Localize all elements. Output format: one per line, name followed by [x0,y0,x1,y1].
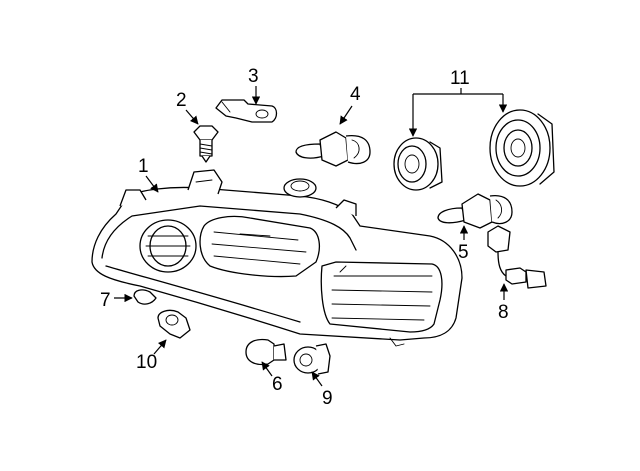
callout-number: 3 [248,66,259,87]
callout-number: 4 [350,84,361,105]
bulb-part-6 [245,338,287,366]
callout-number: 11 [450,68,470,89]
callout-1: 1 [138,156,159,193]
callout-number: 6 [272,374,283,395]
callout-8: 8 [498,283,509,323]
callout-number: 10 [136,352,157,373]
bulb-part-4 [295,131,371,167]
callout-3: 3 [248,66,261,105]
callout-number: 9 [322,388,333,409]
callout-5: 5 [458,225,469,263]
headlamp-assembly-drawing [91,169,463,347]
socket-part-10 [157,309,191,339]
callout-number: 8 [498,302,509,323]
bracket-part [215,99,278,123]
bulb-part-5 [437,193,513,229]
bulb-part-7 [133,289,157,305]
callout-11: 11 [408,68,508,137]
harness-part [487,225,547,289]
callout-2: 2 [176,90,199,125]
socket-part-9 [293,343,331,375]
callout-number: 7 [100,290,111,311]
callout-7: 7 [100,290,133,311]
callout-number: 5 [458,242,469,263]
callout-4: 4 [339,84,361,125]
callout-number: 1 [138,156,149,177]
callout-9: 9 [311,371,333,409]
callout-number: 2 [176,90,187,111]
cover-part-right [489,109,555,187]
screw-part [193,125,219,163]
callout-10: 10 [136,339,167,373]
cover-part-left [393,137,443,191]
callout-6: 6 [261,361,283,395]
